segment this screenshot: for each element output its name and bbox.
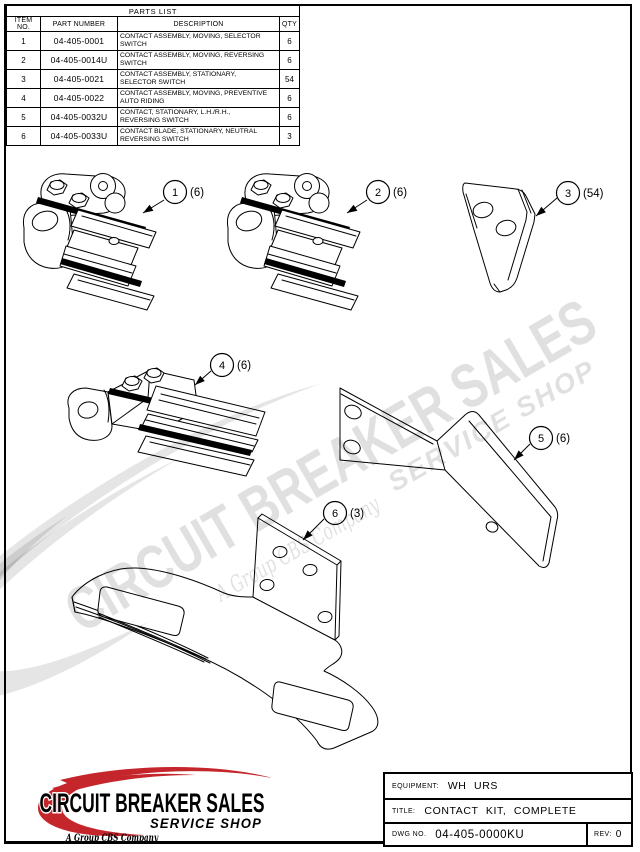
cell-qty: 6 (279, 107, 300, 127)
cell-description: CONTACT, STATIONARY, L.H./R.H., REVERSIN… (117, 107, 280, 127)
title-value: CONTACT KIT, COMPLETE (424, 805, 577, 817)
col-header-item-no: ITEM NO. (6, 16, 41, 32)
dwg-label: DWG NO. (392, 831, 427, 838)
cell-qty: 6 (279, 88, 300, 108)
parts-list-title: PARTS LIST (6, 5, 300, 17)
cell-description: CONTACT ASSEMBLY, STATIONARY, SELECTOR S… (117, 69, 280, 89)
cell-part-number: 04-405-0022 (40, 88, 118, 108)
title-block: EQUIPMENT: WH URS TITLE: CONTACT KIT, CO… (383, 772, 633, 847)
company-logo: CIRCUIT BREAKER SALES SERVICE SHOP A Gro… (38, 766, 272, 844)
title-block-dwg-row: DWG NO. 04-405-0000KU REV: 0 (385, 824, 631, 845)
callout-number: 5 (538, 433, 544, 445)
part-drawing-item-2: 2 (6) (226, 173, 407, 311)
part-drawing-item-4: 4 (6) (67, 352, 266, 477)
cell-qty: 6 (279, 31, 300, 51)
callout-number: 4 (219, 360, 225, 372)
parts-list-table: PARTS LIST ITEM NO. PART NUMBER DESCRIPT… (6, 5, 300, 146)
cell-item-no: 4 (6, 88, 41, 108)
part-drawing-item-1: 1 (6) (22, 173, 204, 311)
cell-part-number: 04-405-0014U (40, 50, 118, 70)
callout-qty: (3) (350, 508, 364, 520)
part-drawing-item-3: 3 (54) (462, 180, 604, 293)
cell-part-number: 04-405-0033U (40, 126, 118, 146)
callout-4-balloon: 4 (6) (194, 352, 251, 386)
dwg-number-cell: DWG NO. 04-405-0000KU (385, 824, 586, 845)
logo-subtitle: SERVICE SHOP (150, 816, 262, 831)
logo-tagline: A Group CBS Company (65, 832, 158, 844)
cell-item-no: 2 (6, 50, 41, 70)
cell-item-no: 3 (6, 69, 41, 89)
title-block-equipment-row: EQUIPMENT: WH URS (385, 774, 631, 800)
col-header-part-number: PART NUMBER (40, 16, 118, 32)
callout-number: 3 (565, 188, 571, 200)
cell-qty: 6 (279, 50, 300, 70)
callout-qty: (6) (556, 433, 570, 445)
col-header-description: DESCRIPTION (117, 16, 280, 32)
callout-3-balloon: 3 (54) (535, 180, 604, 217)
callout-qty: (6) (393, 187, 407, 199)
callout-6-balloon: 6 (3) (302, 500, 364, 541)
callout-2-balloon: 2 (6) (346, 179, 407, 214)
callout-1-balloon: 1 (6) (142, 179, 204, 214)
rev-cell: REV: 0 (586, 824, 631, 845)
cell-part-number: 04-405-0032U (40, 107, 118, 127)
dwg-value: 04-405-0000KU (435, 828, 525, 841)
cell-item-no: 5 (6, 107, 41, 127)
cell-description: CONTACT BLADE, STATIONARY, NEUTRAL REVER… (117, 126, 280, 146)
logo-title: CIRCUIT BREAKER SALES (40, 788, 265, 818)
callout-qty: (6) (237, 360, 251, 372)
callout-number: 6 (332, 508, 338, 520)
cell-qty: 54 (279, 69, 300, 89)
callout-number: 1 (172, 187, 178, 199)
cell-item-no: 6 (6, 126, 41, 146)
cell-item-no: 1 (6, 31, 41, 51)
rev-label: REV: (594, 831, 612, 838)
cell-description: CONTACT ASSEMBLY, MOVING, REVERSING SWIT… (117, 50, 280, 70)
cell-part-number: 04-405-0001 (40, 31, 118, 51)
equipment-label: EQUIPMENT: (392, 782, 439, 790)
part-drawing-item-6: 6 (3) (71, 500, 379, 750)
equipment-value: WH URS (447, 780, 498, 792)
cell-part-number: 04-405-0021 (40, 69, 118, 89)
callout-number: 2 (375, 187, 381, 199)
cell-description: CONTACT ASSEMBLY, MOVING, SELECTOR SWITC… (117, 31, 280, 51)
callout-5-balloon: 5 (6) (513, 425, 570, 461)
cell-description: CONTACT ASSEMBLY, MOVING, PREVENTIVE AUT… (117, 88, 280, 108)
callout-qty: (6) (190, 187, 204, 199)
callout-qty: (54) (583, 188, 604, 200)
title-label: TITLE: (392, 807, 416, 815)
col-header-qty: QTY (279, 16, 300, 32)
cell-qty: 3 (279, 126, 300, 146)
rev-value: 0 (615, 829, 622, 840)
title-block-title-row: TITLE: CONTACT KIT, COMPLETE (385, 800, 631, 824)
